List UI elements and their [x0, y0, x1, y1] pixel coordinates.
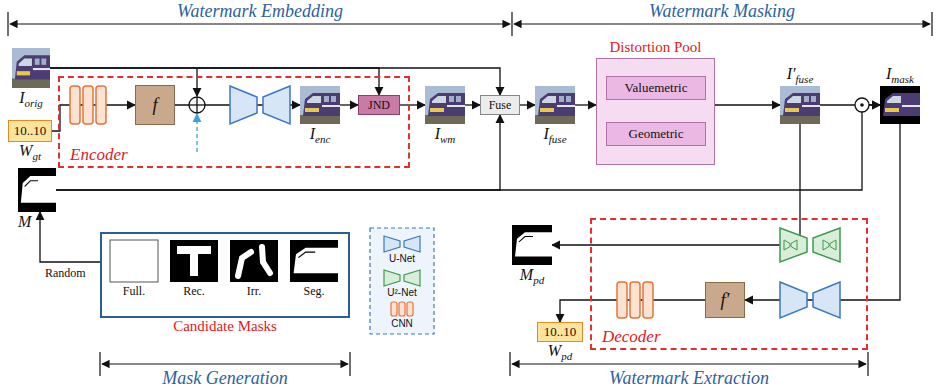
encoder-region: EncoderfIencJND: [58, 76, 410, 168]
box-text: 10..10: [544, 324, 577, 340]
jnd-box: JND: [358, 95, 400, 115]
node-caption: Mpd: [520, 267, 544, 284]
box-text: Fuse: [489, 98, 512, 113]
node-caption: M: [18, 214, 31, 230]
image-original: Iorig: [12, 48, 50, 88]
node-caption: Candidate Masks: [173, 318, 277, 335]
caption-text: W: [19, 142, 32, 159]
subscript: mask: [891, 73, 914, 85]
caption-text: I: [310, 125, 315, 142]
image-fused: Ifuse: [535, 86, 575, 124]
caption-text: I: [543, 125, 548, 142]
flow-arrow: [465, 104, 480, 105]
legend-text: U²-Net: [387, 287, 416, 299]
caption-text: Distortion Pool: [609, 39, 701, 55]
node-caption: Ienc: [310, 126, 331, 143]
caption-text: I: [886, 65, 891, 82]
caption-text: Irr.: [247, 284, 261, 298]
mask-thumb: Seg.: [290, 240, 338, 282]
feature-box: f′: [705, 282, 745, 318]
subscript: gt: [32, 150, 41, 162]
subscript: orig: [24, 97, 42, 109]
distortion-box: Valuemetric: [606, 76, 706, 100]
image-masked: Imask: [880, 86, 920, 124]
image-distorted: I′fuse: [780, 86, 820, 124]
subscript: fuse: [796, 73, 814, 85]
subscript: fuse: [549, 133, 567, 145]
box-text: Geometric: [629, 126, 684, 142]
mask-thumb: Irr.: [230, 240, 278, 282]
caption-text: I: [435, 125, 440, 142]
node-caption: Iwm: [435, 126, 456, 143]
mask-thumb: Rec.: [170, 240, 218, 282]
caption-text: Full.: [123, 284, 145, 298]
caption-text: I′: [787, 65, 796, 82]
legend-text: U-Net: [389, 253, 415, 265]
watermark-box: 10..10Wpd: [537, 322, 583, 342]
edge-label: Random: [44, 266, 87, 280]
subscript: pd: [533, 274, 544, 286]
node-caption: Rec.: [183, 284, 205, 298]
node-caption: Ifuse: [543, 126, 566, 143]
legend-text: CNN: [391, 318, 413, 330]
node-caption: Iorig: [19, 90, 43, 107]
box-text: f: [152, 95, 157, 116]
distortion-box: Geometric: [606, 122, 706, 146]
subscript: pd: [561, 350, 572, 362]
flow-arrow: [40, 212, 100, 262]
caption-text: Candidate Masks: [173, 318, 277, 334]
box-text: JND: [368, 98, 390, 113]
section-title: Watermark Embedding: [174, 1, 346, 21]
node-caption: Wpd: [548, 343, 572, 360]
image-watermarked: Iwm: [425, 86, 465, 124]
mask-image: M: [18, 168, 56, 212]
node-caption: Full.: [123, 284, 145, 298]
node-caption: Wgt: [19, 143, 41, 160]
feature-box: f: [135, 85, 175, 125]
decoder-region: Decoder f′: [590, 218, 868, 350]
caption-text: M: [520, 266, 533, 283]
section-title: Watermark Masking: [646, 1, 798, 21]
image-encoded: Ienc: [300, 86, 340, 124]
caption-text: M: [18, 213, 31, 230]
box-text: Valuemetric: [625, 80, 688, 96]
mask-thumb: Full.: [110, 240, 158, 282]
subscript: wm: [440, 133, 455, 145]
subscript: enc: [315, 133, 330, 145]
caption-text: Seg.: [304, 284, 325, 298]
flow-arrow: [56, 115, 500, 190]
flow-arrow: [520, 104, 535, 105]
flow-arrow: [575, 104, 596, 105]
section-title: Mask Generation: [159, 368, 290, 388]
fuse-box: Fuse: [480, 95, 520, 115]
node-caption: Seg.: [304, 284, 325, 298]
box-text: 10..10: [14, 123, 47, 139]
node-caption: Imask: [886, 66, 914, 83]
mask-predicted: Mpd: [512, 225, 552, 265]
flow-arrow: [400, 104, 425, 105]
caption-text: I: [19, 89, 24, 106]
region-title: Decoder: [602, 327, 661, 347]
flow-arrow: [56, 105, 880, 190]
section-title: Watermark Extraction: [606, 368, 772, 388]
distortion-pool: Distortion PoolValuemetricGeometric: [596, 58, 715, 165]
caption-text: Rec.: [183, 284, 205, 298]
flow-arrow: [340, 104, 358, 105]
box-text: f′: [721, 290, 730, 311]
candidate-masks: Candidate MasksFull.Rec.Irr.Seg.: [100, 232, 350, 318]
caption-text: W: [548, 342, 561, 359]
flow-arrow: [715, 104, 780, 105]
node-caption: Irr.: [247, 284, 261, 298]
node-caption: I′fuse: [787, 66, 814, 83]
region-title: Encoder: [70, 145, 128, 165]
watermark-box: 10..10Wgt: [8, 120, 52, 142]
node-caption: Distortion Pool: [609, 39, 701, 56]
flow-arrow: [745, 124, 900, 300]
